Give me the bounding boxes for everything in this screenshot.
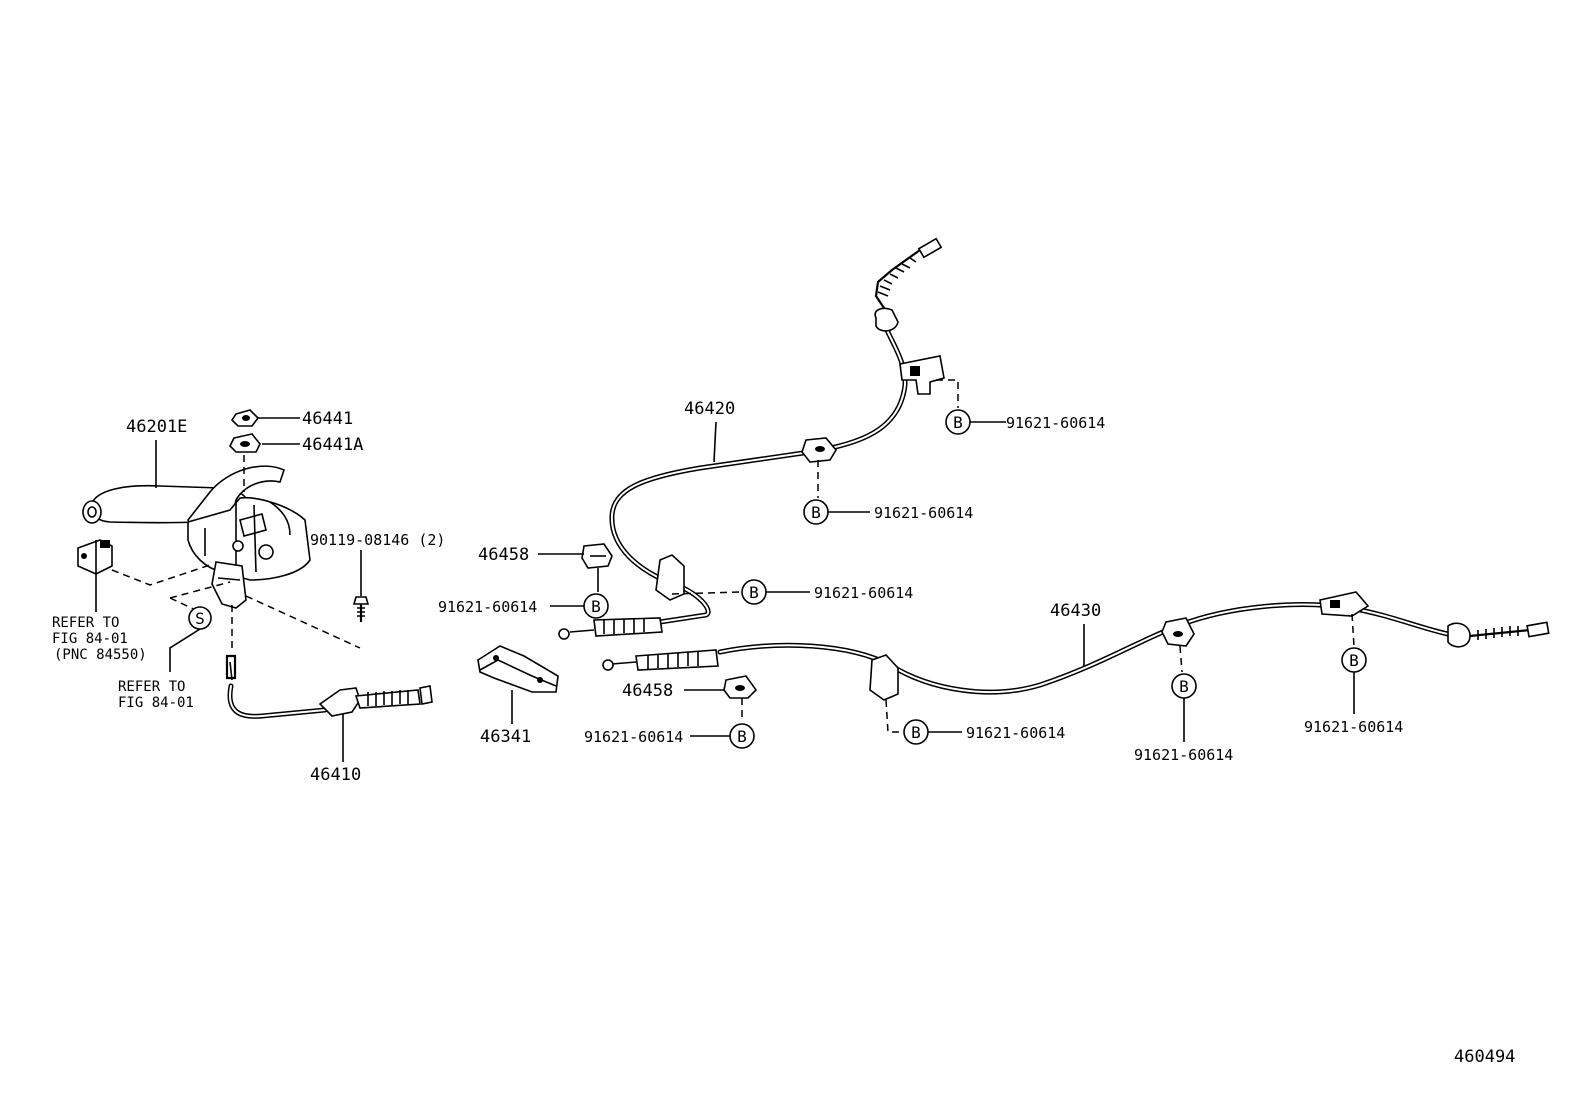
svg-text:B: B (1349, 651, 1359, 670)
b-callout-46430-mid: B (1171, 645, 1197, 742)
label-46441A: 46441A (302, 435, 363, 455)
front-cable-46410[interactable] (225, 654, 433, 719)
rear-cable-rh-46420[interactable] (558, 237, 945, 640)
figure-number: 460494 (1454, 1047, 1515, 1067)
label-bolt-ref-8: 91621-60614 (1304, 718, 1403, 736)
svg-text:B: B (591, 597, 601, 616)
label-bolt-ref-1: 91621-60614 (1006, 414, 1105, 432)
label-46441: 46441 (302, 409, 353, 429)
label-46458-lower: 46458 (622, 681, 673, 701)
refer-note-2-line-1: REFER TO (118, 679, 185, 695)
svg-text:B: B (749, 583, 759, 602)
label-bolt-ref-5: 91621-60614 (584, 728, 683, 746)
clamp-46458-lower[interactable] (723, 675, 758, 699)
refer-note-2-line-2: FIG 84-01 (118, 695, 194, 711)
label-46410: 46410 (310, 765, 361, 785)
label-bolt-ref-3: 91621-60614 (814, 584, 913, 602)
parking-brake-lever-assembly[interactable] (82, 465, 311, 609)
symbol-s-label: S (195, 609, 205, 628)
b-callout-clamp-upper: B (550, 593, 609, 619)
bolt-90119-08146[interactable] (352, 596, 370, 622)
clamp-46458-upper[interactable] (581, 543, 613, 569)
svg-text:B: B (953, 413, 963, 432)
svg-text:B: B (911, 723, 921, 742)
refer-note-1-line-1: REFER TO (52, 615, 119, 631)
nut-46441A[interactable] (229, 433, 261, 453)
label-bolt-ref-7: 91621-60614 (1134, 746, 1233, 764)
b-callout-46430-right: B (1341, 613, 1367, 714)
switch-bracket-part[interactable] (77, 539, 113, 575)
b-callout-clamp-lower: B (690, 723, 755, 749)
label-46420: 46420 (684, 399, 735, 419)
rear-cable-lh-46430[interactable] (602, 591, 1550, 701)
b-callout-46420-mid: B (803, 460, 870, 525)
svg-text:B: B (737, 727, 747, 746)
symbol-s-circle: S (188, 606, 212, 630)
b-callout-upper-bracket: B (936, 379, 1006, 435)
label-bolt-ref-4: 91621-60614 (438, 598, 537, 616)
label-46201E: 46201E (126, 417, 187, 437)
bracket-46341[interactable] (477, 645, 559, 693)
svg-text:B: B (811, 503, 821, 522)
b-callout-46430-bracket: B (885, 699, 962, 745)
b-callout-46420-lower: B (671, 579, 810, 605)
refer-note-1-line-2: FIG 84-01 (52, 631, 128, 647)
label-46458-upper: 46458 (478, 545, 529, 565)
svg-text:B: B (1179, 677, 1189, 696)
label-bolt-ref-6: 91621-60614 (966, 724, 1065, 742)
refer-note-1-line-3: (PNC 84550) (54, 647, 147, 663)
label-46430: 46430 (1050, 601, 1101, 621)
label-90119-08146: 90119-08146 (2) (310, 531, 445, 549)
label-bolt-ref-2: 91621-60614 (874, 504, 973, 522)
nut-46441[interactable] (230, 409, 260, 427)
label-46341: 46341 (480, 727, 531, 747)
